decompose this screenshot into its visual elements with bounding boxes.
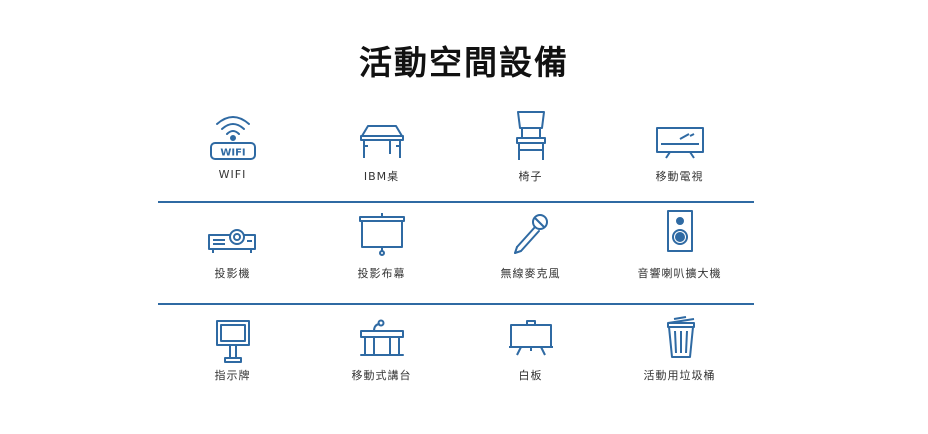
equipment-label: 白板	[518, 369, 543, 382]
equipment-label: 椅子	[518, 170, 543, 183]
equipment-label: 指示牌	[214, 369, 251, 382]
tv-icon	[644, 106, 716, 166]
equipment-label: 活動用垃圾桶	[643, 369, 716, 382]
equipment-item-speaker: 音響喇叭擴大機	[605, 203, 754, 303]
equipment-label: IBM桌	[363, 170, 400, 183]
signboard-icon	[197, 305, 269, 365]
equipment-item-signboard: 指示牌	[158, 305, 307, 405]
equipment-item-wifi: WIFI WIFI	[158, 106, 307, 201]
equipment-item-chair: 椅子	[456, 106, 605, 201]
equipment-item-tv: 移動電視	[605, 106, 754, 201]
speaker-icon	[644, 203, 716, 263]
equipment-label: 移動電視	[655, 170, 704, 183]
equipment-row: 投影機 投影布幕	[158, 203, 754, 303]
trash-can-icon	[644, 305, 716, 365]
equipment-grid: WIFI WIFI IBM桌	[158, 106, 754, 405]
equipment-label: 無線麥克風	[500, 267, 561, 280]
row-divider	[158, 201, 754, 203]
whiteboard-icon	[495, 305, 567, 365]
chair-icon	[495, 106, 567, 166]
row-divider	[158, 303, 754, 305]
microphone-icon	[495, 203, 567, 263]
equipment-item-whiteboard: 白板	[456, 305, 605, 405]
equipment-item-projection-screen: 投影布幕	[307, 203, 456, 303]
equipment-item-podium: 移動式講台	[307, 305, 456, 405]
wifi-badge-text: WIFI	[220, 148, 245, 159]
equipment-item-projector: 投影機	[158, 203, 307, 303]
wifi-icon: WIFI	[197, 106, 269, 166]
projection-screen-icon	[346, 203, 418, 263]
equipment-item-trash-can: 活動用垃圾桶	[605, 305, 754, 405]
page-title: 活動空間設備	[359, 43, 569, 82]
equipment-row: WIFI WIFI IBM桌	[158, 106, 754, 201]
equipment-label: 投影機	[214, 267, 251, 280]
equipment-label: WIFI	[218, 168, 247, 181]
equipment-label: 投影布幕	[357, 267, 406, 280]
table-icon	[346, 106, 418, 166]
equipment-label: 音響喇叭擴大機	[637, 267, 722, 280]
equipment-row: 指示牌 移動式講台	[158, 305, 754, 405]
equipment-item-microphone: 無線麥克風	[456, 203, 605, 303]
equipment-label: 移動式講台	[351, 369, 412, 382]
projector-icon	[197, 203, 269, 263]
equipment-item-table: IBM桌	[307, 106, 456, 201]
podium-icon	[346, 305, 418, 365]
